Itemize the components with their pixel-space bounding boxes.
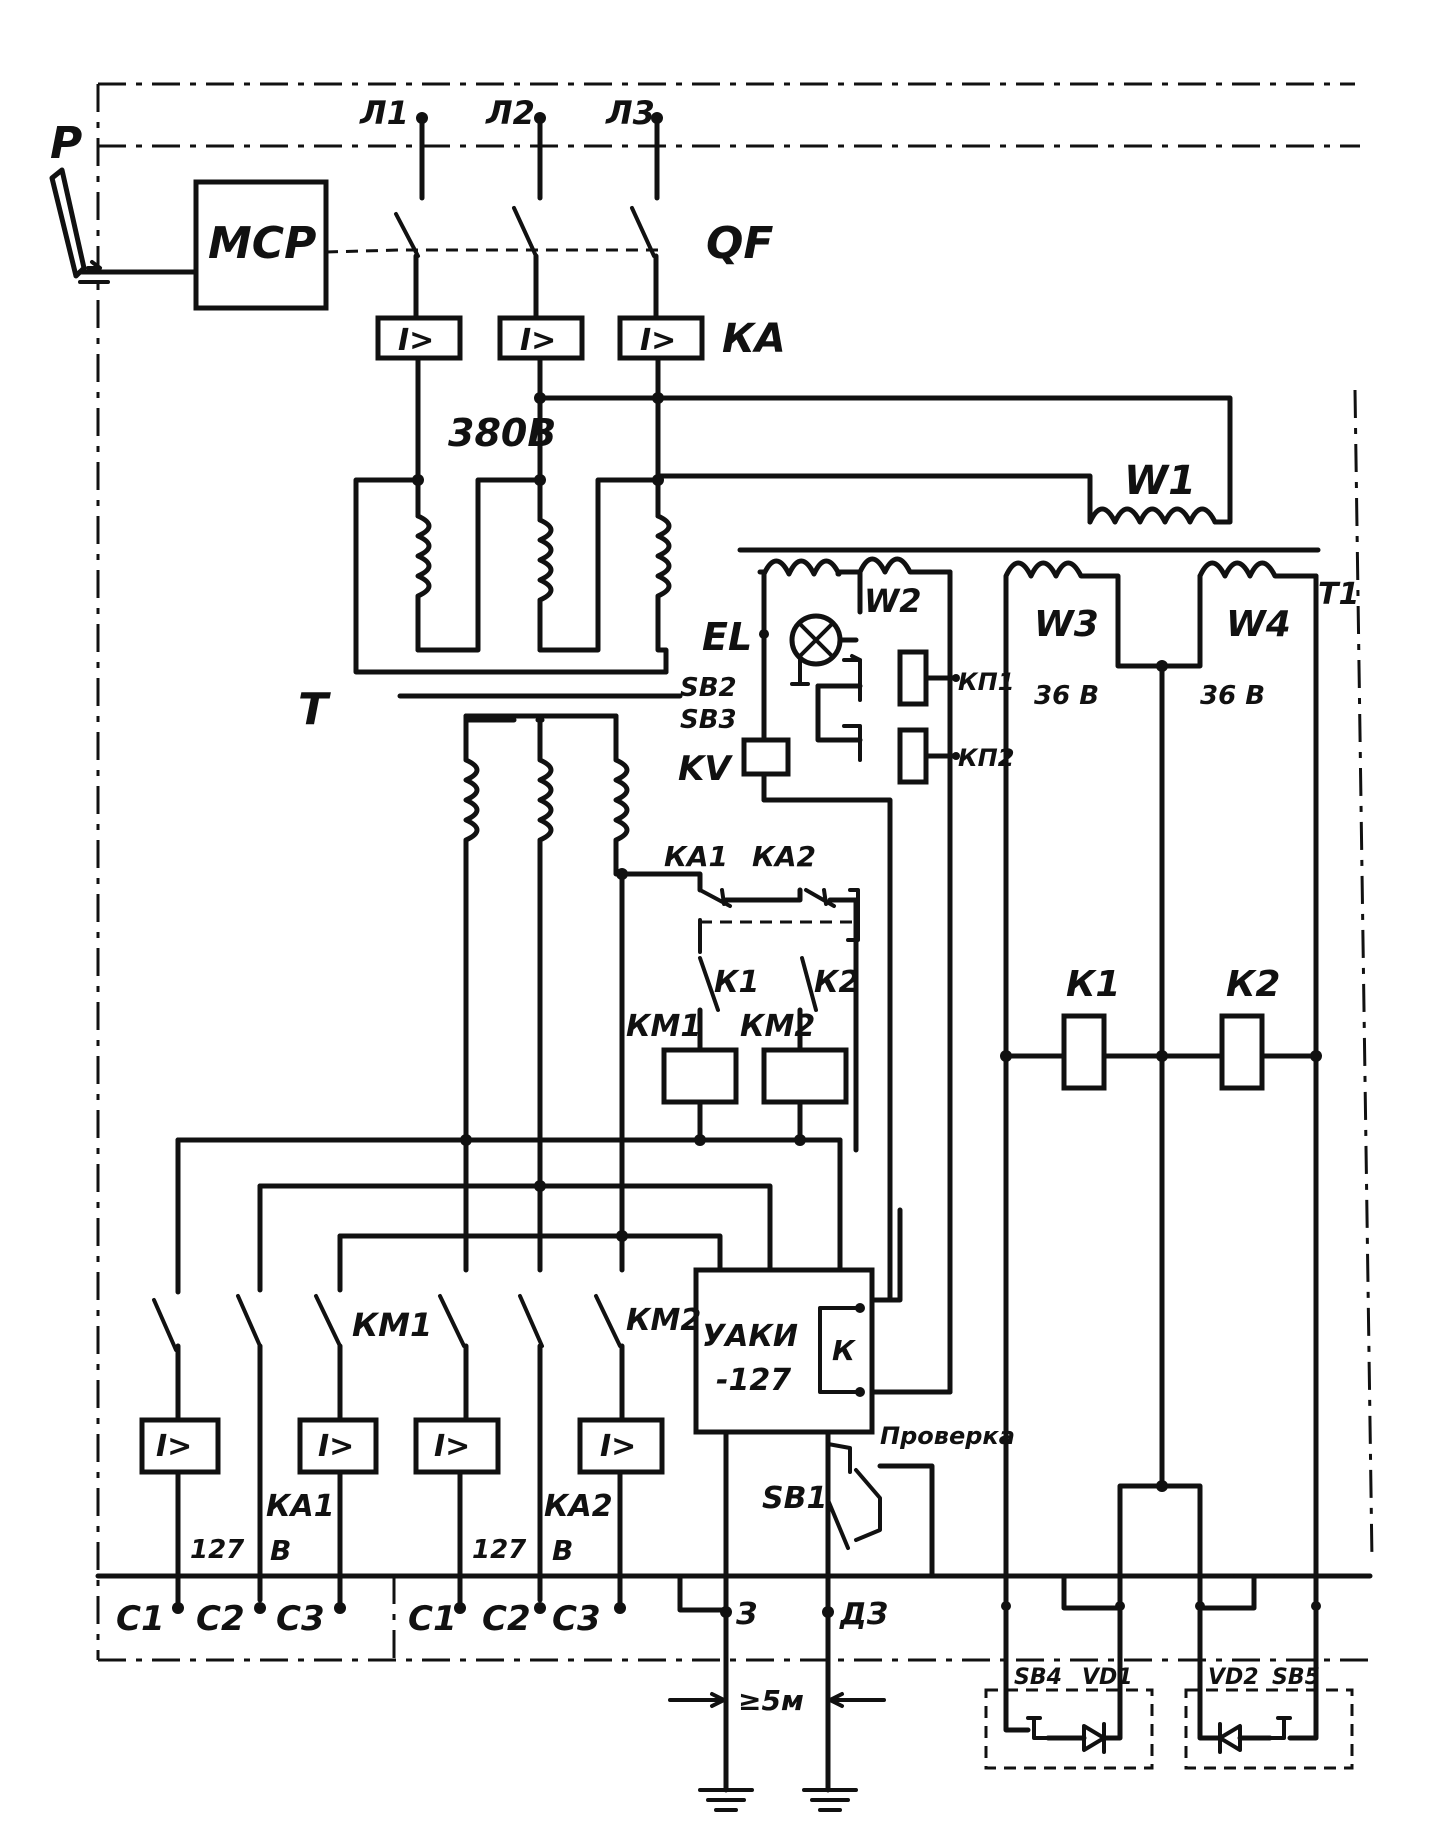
label-ka2-top: КА2 bbox=[752, 840, 816, 873]
label-km1-coil: КМ1 bbox=[626, 1009, 701, 1044]
ground-electrodes bbox=[668, 1657, 886, 1812]
label-w1: W1 bbox=[1124, 458, 1196, 504]
label-vd1: VD1 bbox=[1082, 1665, 1133, 1690]
label-km1-contact: КМ1 bbox=[352, 1306, 432, 1344]
label-t: Т bbox=[298, 684, 331, 735]
phase-lines bbox=[325, 112, 663, 319]
label-k2-contact: К2 bbox=[814, 965, 859, 1000]
label-ka: КА bbox=[722, 316, 786, 362]
label-380v: 380В bbox=[448, 411, 556, 455]
label-el: EL bbox=[702, 615, 752, 659]
label-w4: W4 bbox=[1226, 604, 1291, 645]
diagram-labels: Р МСР Л1 Л2 Л3 QF КА I> I> I> 380В W1 W2… bbox=[50, 94, 1359, 1717]
label-w2: W2 bbox=[864, 582, 922, 620]
terminal-strip bbox=[95, 1573, 1373, 1660]
label-uaki-num: -127 bbox=[716, 1363, 791, 1398]
label-127-right: 127 bbox=[472, 1535, 527, 1565]
label-km2-coil: КМ2 bbox=[740, 1009, 815, 1044]
terminal-dz: ДЗ bbox=[839, 1597, 888, 1632]
ka-relay-2-symbol: I> bbox=[520, 323, 556, 358]
label-vd2: VD2 bbox=[1208, 1665, 1259, 1690]
terminal-c2-right: С2 bbox=[482, 1599, 531, 1639]
label-t1: Т1 bbox=[1318, 577, 1359, 612]
label-v-right: В bbox=[552, 1534, 573, 1567]
label-p: Р bbox=[50, 118, 82, 169]
label-sb3: SB3 bbox=[680, 705, 737, 735]
label-km2-contact: КМ2 bbox=[626, 1303, 701, 1338]
w3-w4-circuit bbox=[1000, 560, 1322, 1611]
terminal-c2-left: С2 bbox=[196, 1599, 245, 1639]
label-l3: Л3 bbox=[605, 94, 655, 132]
relay-4-symbol: I> bbox=[156, 1429, 192, 1464]
label-sb1: SB1 bbox=[762, 1481, 827, 1516]
output-contactors bbox=[139, 1294, 665, 1611]
label-proverka: Проверка bbox=[880, 1422, 1015, 1450]
ka-relay-3-symbol: I> bbox=[640, 323, 676, 358]
label-k1-relay: К1 bbox=[1066, 964, 1120, 1005]
terminal-c1-right: С1 bbox=[408, 1599, 457, 1639]
label-uaki: УАКИ bbox=[702, 1319, 798, 1354]
label-kp2: КП2 bbox=[958, 744, 1014, 772]
sb4-vd1-vd2-sb5 bbox=[984, 1603, 1354, 1770]
terminal-c1-left: С1 bbox=[116, 1599, 165, 1639]
mcp-block bbox=[193, 179, 329, 311]
relay-7-symbol: I> bbox=[600, 1429, 636, 1464]
label-sb2: SB2 bbox=[680, 673, 737, 703]
label-distance: ≥5м bbox=[738, 1684, 804, 1717]
transformer-primary bbox=[353, 477, 683, 699]
ka-relay-1-symbol: I> bbox=[398, 323, 434, 358]
label-sb5: SB5 bbox=[1272, 1665, 1320, 1690]
label-ka2-bottom: КА2 bbox=[544, 1489, 613, 1524]
uaki-block bbox=[693, 1157, 953, 1663]
w2-control-circuit bbox=[737, 547, 1321, 1395]
label-mcp: МСР bbox=[208, 218, 316, 269]
w1-winding bbox=[1087, 506, 1218, 525]
label-l2: Л2 bbox=[485, 94, 535, 132]
label-36v-right: 36 В bbox=[1200, 681, 1265, 711]
sb1-check-button bbox=[667, 1442, 963, 1613]
relay-6-symbol: I> bbox=[434, 1429, 470, 1464]
label-l1: Л1 bbox=[359, 94, 409, 132]
terminal-c3-left: С3 bbox=[276, 1599, 325, 1639]
label-w3: W3 bbox=[1034, 604, 1099, 645]
label-k-contact: К bbox=[832, 1334, 857, 1367]
enclosure-outline bbox=[96, 82, 1374, 1662]
bus-lines bbox=[175, 1137, 773, 1295]
label-kp1: КП1 bbox=[958, 668, 1014, 696]
label-ka1-bottom: КА1 bbox=[266, 1489, 335, 1524]
control-contacts bbox=[175, 868, 860, 1273]
label-127-left: 127 bbox=[190, 1535, 245, 1565]
relay-5-symbol: I> bbox=[318, 1429, 354, 1464]
p-sensor bbox=[49, 167, 199, 284]
label-kv: KV bbox=[678, 749, 733, 789]
ka-relays bbox=[375, 315, 1233, 525]
terminal-c3-right: С3 bbox=[552, 1599, 601, 1639]
label-k2-relay: К2 bbox=[1226, 964, 1280, 1005]
terminal-z: З bbox=[735, 1597, 757, 1632]
label-v-left: В bbox=[270, 1534, 291, 1567]
label-36v-left: 36 В bbox=[1034, 681, 1099, 711]
transformer-secondary bbox=[463, 713, 630, 1273]
label-k1-contact: К1 bbox=[714, 965, 759, 1000]
label-sb4: SB4 bbox=[1014, 1665, 1062, 1690]
label-ka1-top: КА1 bbox=[664, 840, 728, 873]
label-qf: QF bbox=[706, 218, 773, 269]
